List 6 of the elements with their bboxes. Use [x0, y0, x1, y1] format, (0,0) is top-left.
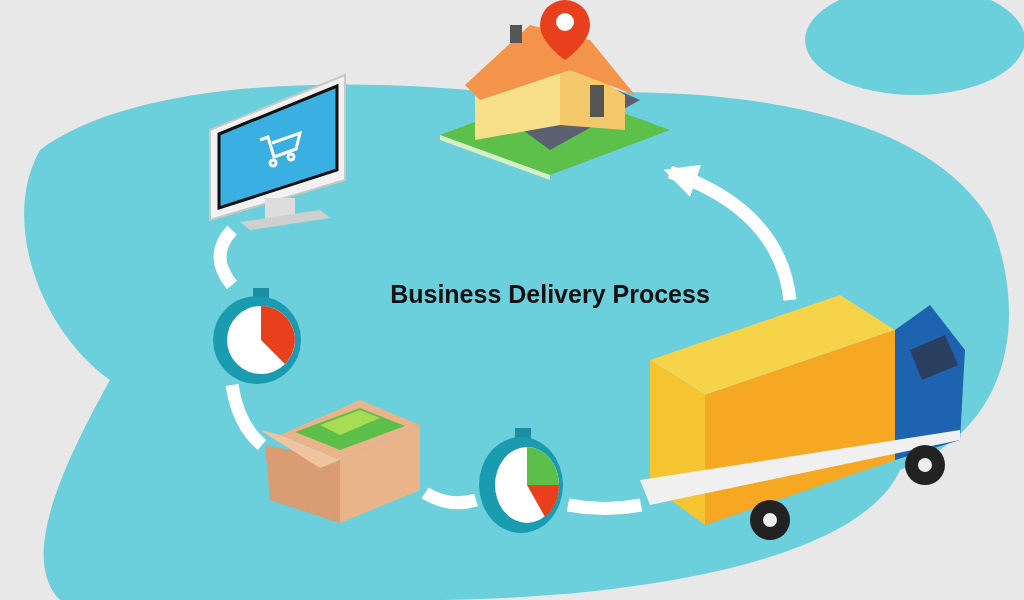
title: Business Delivery Process: [389, 280, 711, 309]
connector-line: [566, 498, 643, 515]
arrow: [663, 165, 797, 302]
connector-line: [225, 383, 267, 450]
connector-line: [213, 225, 238, 289]
house-icon: [440, 0, 670, 180]
